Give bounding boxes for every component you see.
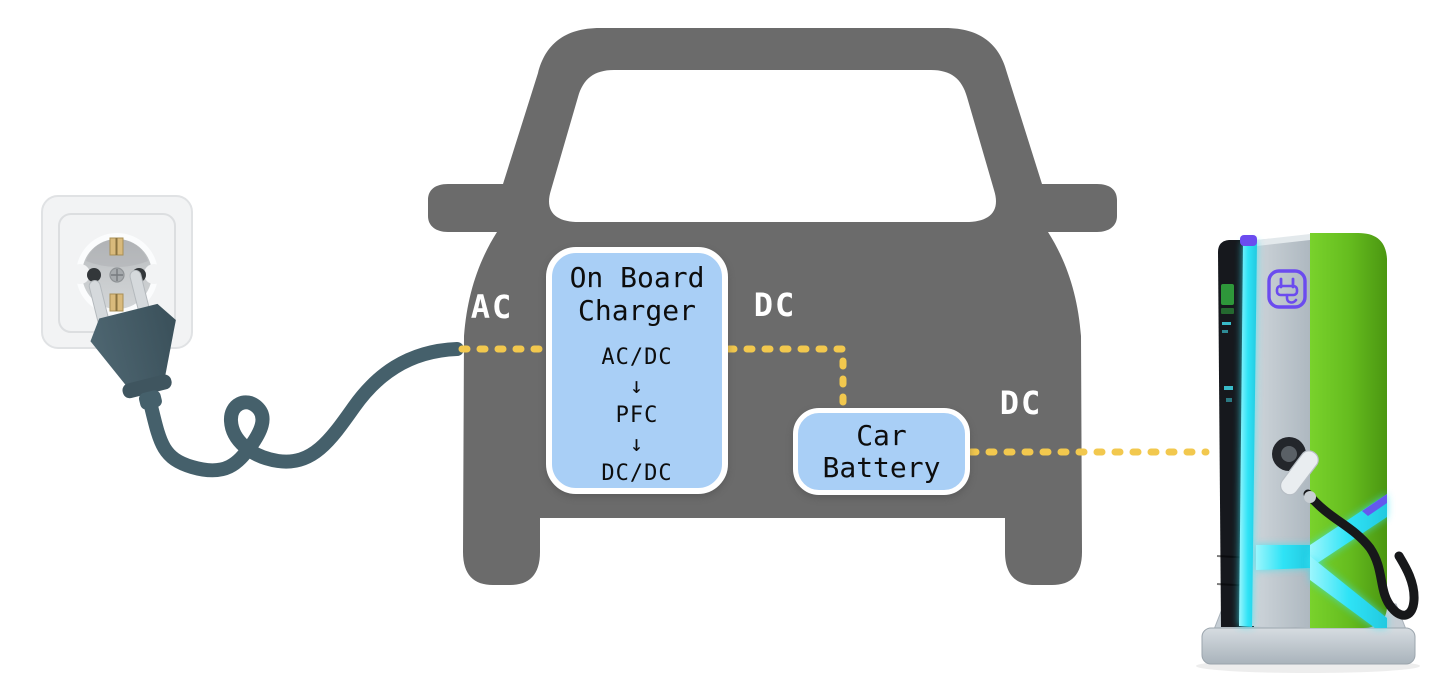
station-purple-sliver — [1362, 494, 1387, 516]
station-screen — [1221, 284, 1234, 305]
station-base-bottom — [1201, 627, 1416, 665]
station-band-diagonal-down — [1310, 556, 1387, 628]
power-cable — [143, 342, 464, 478]
dc-connector-line — [725, 345, 847, 407]
car-battery-box: Car Battery — [793, 408, 970, 495]
station-front-column — [1251, 235, 1310, 628]
label-dc-onboard: DC — [753, 286, 797, 324]
label-dc-fast: DC — [999, 384, 1043, 422]
connector-handle — [1279, 450, 1319, 496]
onboard-charger-title: On Board Charger — [569, 261, 705, 327]
stage-dc-dc: DC/DC — [601, 461, 673, 486]
stage-pfc: PFC — [615, 403, 659, 428]
connector-tip — [1304, 491, 1316, 503]
down-arrow-icon: ↓ — [629, 374, 645, 399]
car-battery-title: Car Battery — [822, 418, 941, 484]
label-ac: AC — [470, 288, 514, 326]
ev-charging-station — [1196, 233, 1420, 673]
onboard-charger-stages: AC/DC ↓ PFC ↓ DC/DC — [552, 343, 722, 488]
stage-ac-dc: AC/DC — [601, 345, 673, 370]
onboard-charger-box: On Board Charger AC/DC ↓ PFC ↓ DC/DC — [546, 247, 728, 494]
plug-collar — [122, 374, 172, 399]
station-led-strip — [1239, 241, 1257, 627]
station-purple-cap — [1240, 235, 1257, 246]
plug-body — [90, 303, 176, 386]
down-arrow-icon: ↓ — [629, 432, 645, 457]
station-band-horizontal — [1256, 545, 1310, 570]
socket-hole-left — [87, 268, 101, 282]
power-plug — [88, 269, 176, 410]
station-charging-cable — [1303, 489, 1419, 620]
plug-neck — [139, 390, 162, 410]
charging-plug-icon — [1267, 269, 1307, 309]
